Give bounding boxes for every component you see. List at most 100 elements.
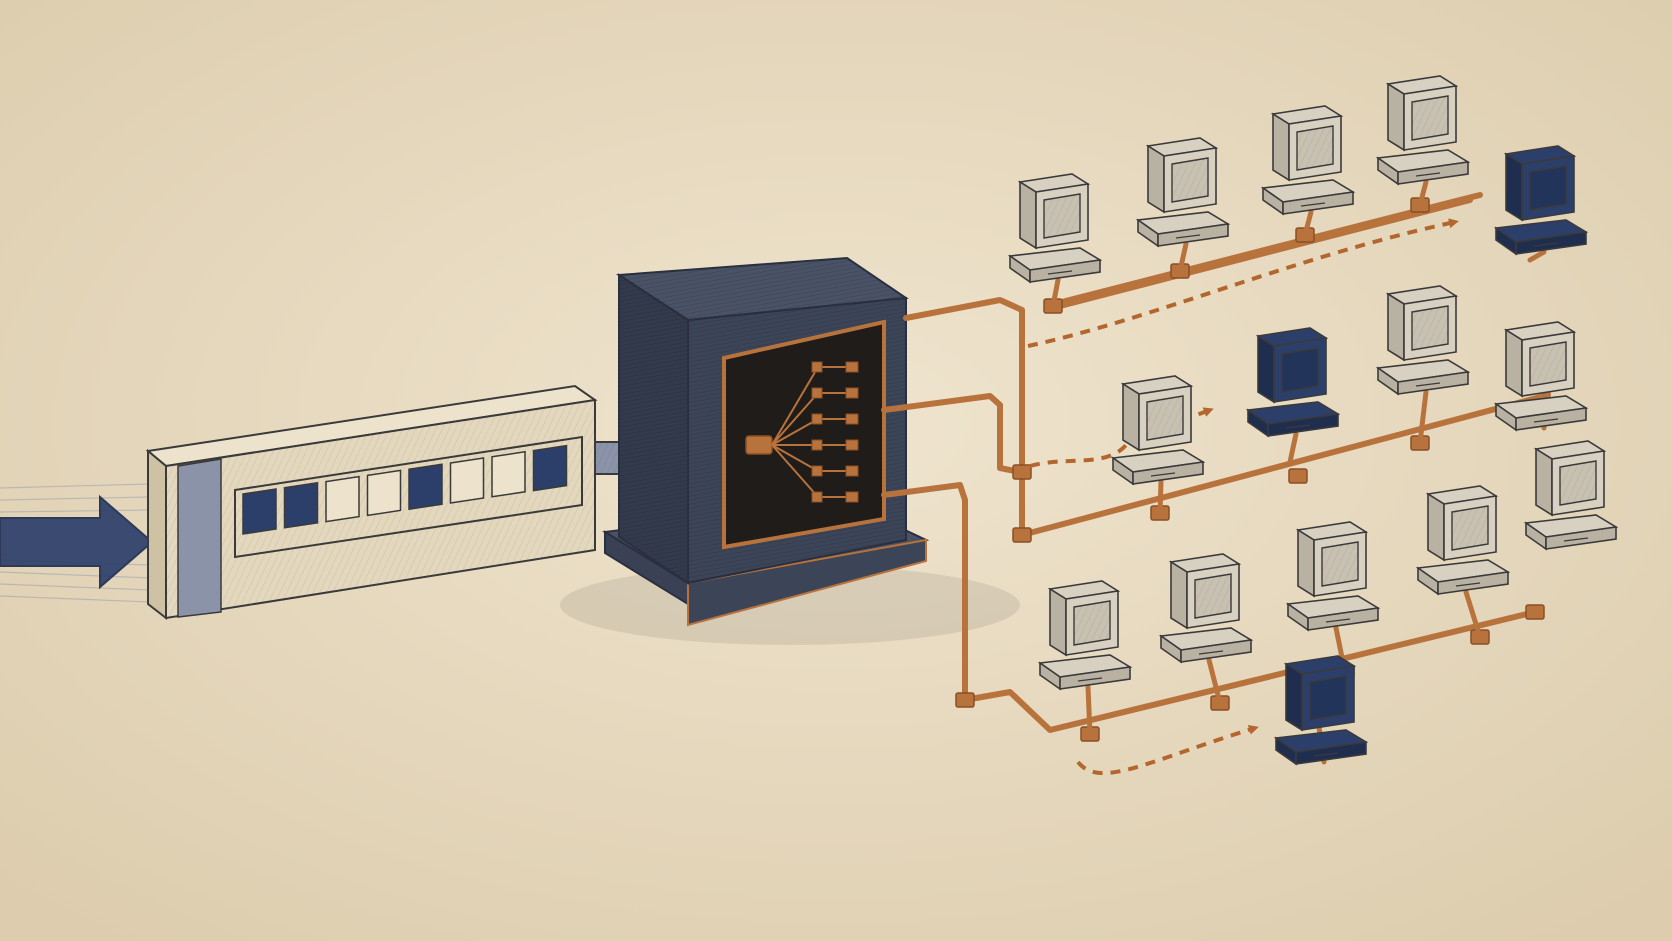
router-fan-line — [771, 418, 819, 446]
queue-slot-filled — [408, 463, 443, 511]
computer-screen — [1281, 347, 1319, 393]
computer-drive-slot — [1285, 424, 1311, 429]
router-fan-port — [845, 465, 859, 477]
computer-monitor-side — [1147, 144, 1165, 214]
computer-drive-slot — [1313, 752, 1339, 757]
router-fan-port — [845, 439, 859, 451]
computer-icon — [1375, 285, 1471, 396]
computer-screen — [1529, 165, 1567, 211]
computer-screen-hatch — [1530, 342, 1566, 386]
computer-base-front — [1437, 571, 1509, 595]
computer-screen-hatch — [1074, 601, 1110, 645]
queue-slot-filled — [283, 481, 319, 529]
router-fanout — [745, 361, 859, 503]
pipe-coupler — [955, 692, 975, 708]
computer-drop-pipe — [1302, 209, 1314, 238]
computer-drop-pipe — [1085, 684, 1093, 737]
computer-monitor-side — [1505, 152, 1523, 222]
dashed-route — [1029, 407, 1214, 468]
computer-drop-pipe — [1417, 389, 1429, 446]
computer-monitor-side — [1122, 382, 1140, 452]
computer-drive-slot — [1150, 472, 1176, 477]
dashed-route — [1027, 218, 1459, 348]
computer-monitor-side — [1297, 528, 1315, 598]
computer-base-front — [1157, 223, 1229, 247]
computer-monitor-side — [1387, 82, 1405, 152]
computer-monitor-side — [1387, 292, 1405, 362]
router-fan-port — [845, 361, 859, 373]
router-fan-line — [771, 444, 819, 472]
computer-drop-pipe — [1177, 241, 1189, 274]
queue-slot-empty — [449, 457, 485, 504]
queue-slots — [242, 444, 568, 535]
computer-icon — [1273, 655, 1369, 766]
computer-drive-slot — [1533, 242, 1559, 247]
computer-screen-hatch — [1412, 96, 1448, 140]
computer-screen-hatch — [1147, 396, 1183, 440]
computer-monitor-side — [1019, 180, 1037, 250]
computer-base-front — [1180, 639, 1252, 663]
computer-base-front — [1267, 413, 1339, 437]
computer-base-front — [1282, 191, 1354, 215]
computer-drive-slot — [1325, 618, 1351, 623]
computer-icon — [1037, 580, 1133, 691]
computer-monitor-side — [1170, 560, 1188, 630]
router-fan-node — [811, 491, 823, 503]
computer-drop-pipe — [1287, 431, 1299, 465]
router-fan-node — [811, 465, 823, 477]
network-top — [1007, 75, 1589, 309]
computer-base-front — [1029, 259, 1101, 283]
computer-icon — [1245, 327, 1341, 438]
router-fan-port — [845, 491, 859, 503]
computer-monitor-side — [1535, 447, 1553, 517]
computer-drive-slot — [1563, 537, 1589, 542]
pipe-coupler — [1012, 527, 1032, 543]
router-fan-port — [845, 387, 859, 399]
router-fan-line — [771, 366, 819, 446]
computer-icon — [1007, 173, 1103, 284]
computer-grid — [1007, 75, 1619, 766]
router-hub — [745, 435, 773, 455]
computer-base-front — [1059, 666, 1131, 690]
computer-base-front — [1397, 371, 1469, 395]
dashed-route — [1076, 724, 1259, 776]
queue-box — [145, 384, 598, 621]
computer-screen-hatch — [1172, 158, 1208, 202]
computer-icon — [1260, 105, 1356, 216]
pipe-coupler — [1525, 604, 1545, 620]
input-arrow-icon — [0, 494, 154, 590]
computer-screen — [1309, 675, 1347, 721]
computer-icon — [1523, 440, 1619, 551]
computer-base-front — [1397, 161, 1469, 185]
computer-screen-hatch — [1560, 461, 1596, 505]
queue-slot-empty — [491, 450, 526, 498]
computer-icon — [1285, 521, 1381, 632]
computer-base-front — [1545, 526, 1617, 550]
computer-drive-slot — [1415, 382, 1441, 387]
computer-screen-hatch — [1322, 542, 1358, 586]
computer-icon — [1135, 137, 1231, 248]
computer-icon — [1375, 75, 1471, 186]
dashed-route-icon — [1027, 218, 1459, 776]
router-fan-node — [811, 387, 823, 399]
computer-monitor-side — [1049, 587, 1067, 657]
copper-pipe-5 — [1057, 197, 1473, 309]
computer-icon — [1158, 553, 1254, 664]
computer-monitor-side — [1285, 662, 1303, 732]
queue-slot-empty — [325, 475, 360, 523]
computer-icon — [1493, 321, 1589, 432]
router-fan-port — [845, 413, 859, 425]
computer-monitor-side — [1272, 112, 1290, 182]
computer-drive-slot — [1047, 270, 1073, 275]
computer-drive-slot — [1533, 418, 1559, 423]
computer-drive-slot — [1415, 172, 1441, 177]
router-fan-line — [771, 392, 819, 446]
computer-monitor-side — [1505, 328, 1523, 398]
pipe-coupler — [1012, 464, 1032, 480]
computer-base-front — [1132, 461, 1204, 485]
network-middle — [1110, 285, 1589, 516]
computer-drop-pipe — [1050, 277, 1061, 309]
computer-base-front — [1515, 407, 1587, 431]
